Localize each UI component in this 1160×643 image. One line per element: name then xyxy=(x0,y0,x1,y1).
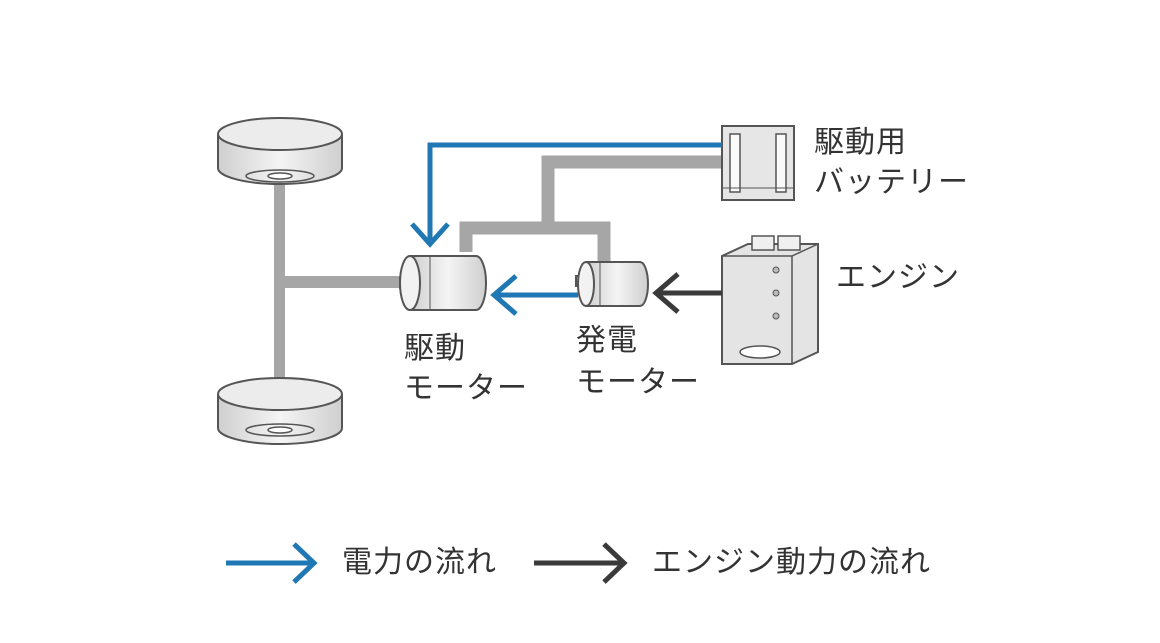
generator-motor-label-line1: 発電 xyxy=(576,323,638,358)
wheel-bottom xyxy=(217,377,343,445)
generator-motor-label-line2: モーター xyxy=(576,365,700,400)
drive-motor-label-line2: モーター xyxy=(404,371,528,406)
battery-label-line1: 駆動用 xyxy=(814,125,907,160)
motor-junction-path xyxy=(459,221,611,262)
legend-electric-arrow xyxy=(226,542,318,584)
engine-flow-arrow xyxy=(652,272,722,314)
engine xyxy=(721,235,819,365)
electric-flow-battery-arrow xyxy=(410,142,722,248)
axle xyxy=(274,178,405,388)
connection-paths xyxy=(459,155,722,262)
electric-flow-generator-arrow xyxy=(490,274,578,316)
drive-motor-label-line1: 駆動 xyxy=(404,331,466,366)
battery xyxy=(721,125,795,201)
legend-engine-label: エンジン動力の流れ xyxy=(652,545,931,580)
wheel-top xyxy=(217,117,343,185)
legend-electric-label: 電力の流れ xyxy=(342,545,497,580)
drive-shaft xyxy=(285,276,405,288)
battery-label-line2: バッテリー xyxy=(814,165,969,200)
engine-label: エンジン xyxy=(836,260,960,295)
battery-to-junction-path xyxy=(541,155,722,228)
legend-engine-arrow xyxy=(534,542,628,584)
drive-motor xyxy=(399,255,487,311)
generator-motor xyxy=(575,261,649,307)
